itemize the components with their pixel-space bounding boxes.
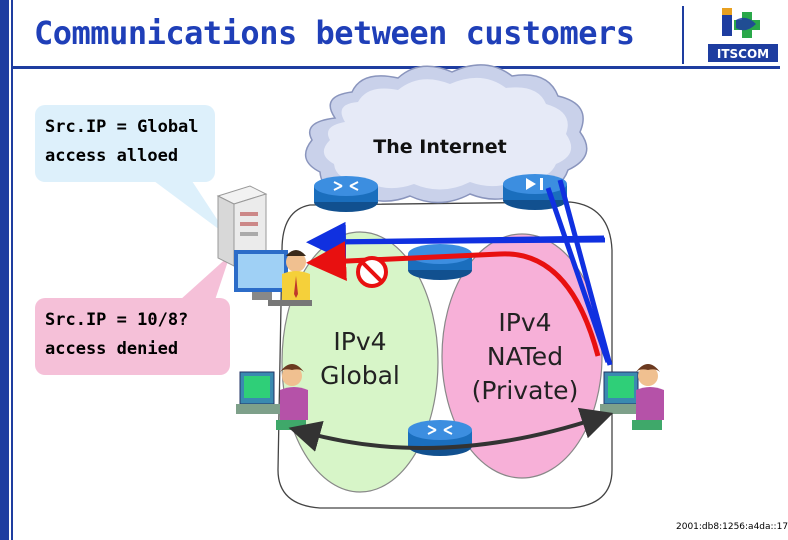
callout-allowed: Src.IP = Global access alloed [35, 105, 215, 182]
router-icon [408, 420, 472, 456]
callout-allowed-tail [150, 178, 228, 236]
left-accent-line [11, 0, 13, 540]
logo-text: ITSCOM [717, 47, 769, 61]
nated-label-line2: NATed [486, 342, 564, 371]
internet-label: The Internet [373, 136, 507, 158]
slide-footer: 2001:db8:1256:a4da::17 [676, 522, 788, 532]
itscom-logo-icon: ITSCOM [708, 8, 778, 62]
callout-allowed-line1: Src.IP = Global [45, 117, 199, 137]
client-computer-left-icon [236, 364, 308, 430]
callout-allowed-line2: access alloed [45, 146, 179, 166]
nated-label-line3: (Private) [471, 376, 579, 405]
router-icon [314, 176, 378, 212]
callout-denied-tail [180, 255, 230, 300]
operator-person-icon [234, 250, 312, 306]
server-icon [216, 185, 268, 267]
router-icon [503, 174, 567, 210]
callout-denied-line1: Src.IP = 10/8? [45, 310, 189, 330]
callout-denied: Src.IP = 10/8? access denied [35, 298, 230, 375]
title-underline [13, 66, 780, 69]
slide-title: Communications between customers [34, 14, 635, 52]
denied-path-arrow [306, 241, 601, 357]
logo-separator [682, 6, 684, 64]
left-accent-bar [0, 0, 9, 540]
global-label-line2: Global [320, 361, 400, 390]
callout-denied-line2: access denied [45, 339, 179, 359]
peer-communication-arrow [288, 407, 614, 452]
internet-cloud-icon [304, 64, 588, 204]
nated-label-line1: IPv4 [498, 308, 552, 337]
router-icon [408, 244, 472, 280]
prohibited-icon [356, 256, 388, 288]
global-zone-label: IPv4 Global [300, 325, 420, 393]
client-computer-right-icon [600, 364, 664, 430]
private-zone-label: IPv4 NATed (Private) [455, 306, 595, 408]
global-label-line1: IPv4 [333, 327, 387, 356]
isp-network-boundary [277, 201, 613, 509]
